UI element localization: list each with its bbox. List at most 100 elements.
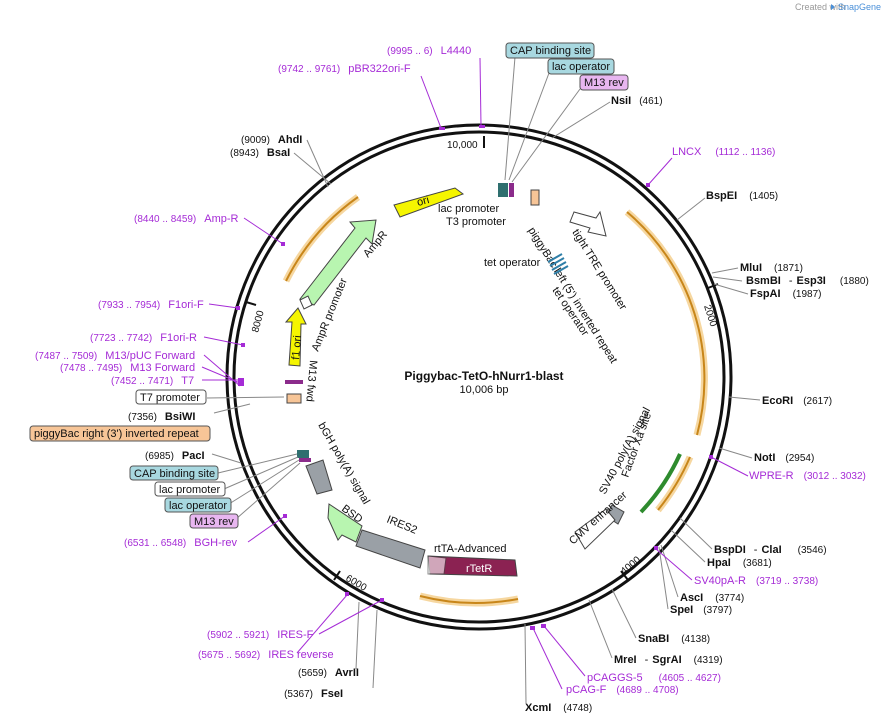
site-paci: (6985)PacI [145,450,205,462]
primer-markers [236,125,713,630]
badge-lac-op-top-text: lac operator [552,61,610,73]
site-snabi: SnaBI(4138) [638,633,710,645]
site-fspai: FspAI(1987) [750,288,821,300]
bsd-feature [327,503,363,543]
badge-piggybac-right: piggyBac right (3') inverted repeat [29,425,211,442]
snapgene-logo-icon [831,4,835,10]
primer-lncx: LNCX(1112 .. 1136) [672,146,775,158]
orf-arc-3-line [419,595,519,604]
tick-label-10000: 10,000 [447,140,478,151]
ires2-feature [355,529,426,569]
tick-label-8000: 8000 [250,309,266,334]
site-xcmi: XcmI(4748) [525,702,592,714]
badge-t7-promoter: T7 promoter [135,389,207,405]
primer-wpre-r: WPRE-R(3012 .. 3032) [749,470,866,482]
orf-arc-4-line [285,196,359,282]
f1-ori-feature [284,307,307,367]
site-bspdi: BspDI-ClaI(3546) [714,544,827,556]
site-nsii: NsiI(461) [611,95,663,107]
site-mlui: MluI(1871) [740,262,803,274]
badge-cap-left-text: CAP binding site [134,468,215,480]
primer-l4440: (9995 .. 6)L4440 [387,45,471,57]
tick-8000 [245,301,257,306]
cap-left-feature [297,450,309,458]
primer-m13-puc-forward: (7487 .. 7509)M13/pUC Forward [35,350,195,362]
badge-t7-promoter-text: T7 promoter [140,392,200,404]
badge-m13rev-top: M13 rev [579,74,629,91]
orf-arc-1-line [626,211,706,436]
primer-amp-r: (8440 .. 8459)Amp-R [134,213,239,225]
badge-piggybac-right-text: piggyBac right (3') inverted repeat [34,428,199,440]
site-ecori: EcoRI(2617) [762,395,832,407]
bgh-feature [305,459,333,495]
site-fsei: (5367)FseI [284,688,343,700]
credit-brand: SnapGene [838,2,881,12]
badge-lac-promoter-left-text: lac promoter [159,484,220,496]
rtetr-label: rTetR [466,563,492,575]
primer-pcag-f: pCAG-F(4689 .. 4708) [566,684,679,696]
site-noti: NotI(2954) [754,452,814,464]
primer-ires-reverse: (5675 .. 5692)IRES reverse [198,649,334,661]
primer-bgh-rev: (6531 .. 6548)BGH-rev [124,537,238,549]
tick-label-4000: 4000 [619,554,643,577]
ori-label: ori [416,194,431,209]
primer-ires-f: (5902 .. 5921)IRES-F [207,629,314,641]
primer-leader-lines [201,57,749,690]
badge-m13rev-left-text: M13 rev [194,516,234,528]
rtta-label: rtTA-Advanced [434,543,507,555]
tick-4000 [620,570,629,581]
green-orf-arc [639,453,682,514]
ampr-promoter-arrow [299,295,313,310]
piggybac-left-label: piggyBac left (5') inverted repeat [525,225,619,365]
primer-f1ori-r: (7723 .. 7742)F1ori-R [90,332,197,344]
badge-lac-op-left-text: lac operator [169,500,227,512]
backbone-inner [232,130,726,624]
m13-fwd-feature [285,380,303,384]
piggybac-right-feature [286,393,302,404]
primer-t7: (7452 .. 7471)T7 [111,375,194,387]
badge-cap-top-text: CAP binding site [510,45,591,57]
badge-cap-top: CAP binding site [505,42,595,59]
site-asci: AscI(3774) [680,592,744,604]
piggybac-left-feature [530,189,540,206]
badge-lac-op-top: lac operator [547,58,615,75]
site-hpai: HpaI(3681) [707,557,772,569]
primer-pcaggs-5: pCAGGS-5(4605 .. 4627) [587,672,721,684]
site-bspei: BspEI(1405) [706,190,778,202]
m13-fwd-label: M13 fwd [303,360,319,402]
cmv-enhancer-feature [574,508,616,550]
primer-f1ori-f: (7933 .. 7954)F1ori-F [98,299,204,311]
ampr-feature [299,219,377,306]
plasmid-size: 10,006 bp [460,384,509,396]
rtetr-stripe [427,555,447,575]
primer-m13-forward: (7478 .. 7495)M13 Forward [60,362,195,374]
orf-arc-2-line [657,456,691,511]
tet-operator-label-1: tet operator [484,257,541,269]
ires2-label: IRES2 [385,514,419,537]
badge-m13rev-top-text: M13 rev [584,77,624,89]
site-mrei: MreI-SgrAI(4319) [614,654,723,666]
lac-op-left-feature [299,458,311,462]
primer-sv40pa-r: SV40pA-R(3719 .. 3738) [694,575,818,587]
badge-m13rev-left: M13 rev [189,513,239,529]
site-bsmbi: BsmBI-Esp3I(1880) [746,275,869,287]
site-bsai: (8943)BsaI [230,147,290,159]
cap-site-feature [498,183,508,197]
badge-cap-left: CAP binding site [129,465,219,481]
ori-feature [393,187,465,218]
site-bsiwi: (7356)BsiWI [128,411,195,423]
site-ahdi: (9009)AhdI [241,134,302,146]
plasmid-name: Piggybac-TetO-hNurr1-blast [404,369,563,383]
credit-prefix: Created with [795,2,846,12]
tick-label-2000: 2000 [701,304,718,329]
tight-tre-feature [569,210,607,237]
f1-ori-label: f1 ori [290,335,304,360]
badge-lac-op-left: lac operator [164,497,232,513]
t3-promoter-label: T3 promoter [446,216,506,228]
tick-6000 [333,570,341,581]
badge-lac-promoter-left: lac promoter [154,481,226,497]
tet-operator-feature [547,253,569,275]
site-avrii: (5659)AvrII [298,667,359,679]
primer-pbr322ori-f: (9742 .. 9761)pBR322ori-F [278,63,411,75]
